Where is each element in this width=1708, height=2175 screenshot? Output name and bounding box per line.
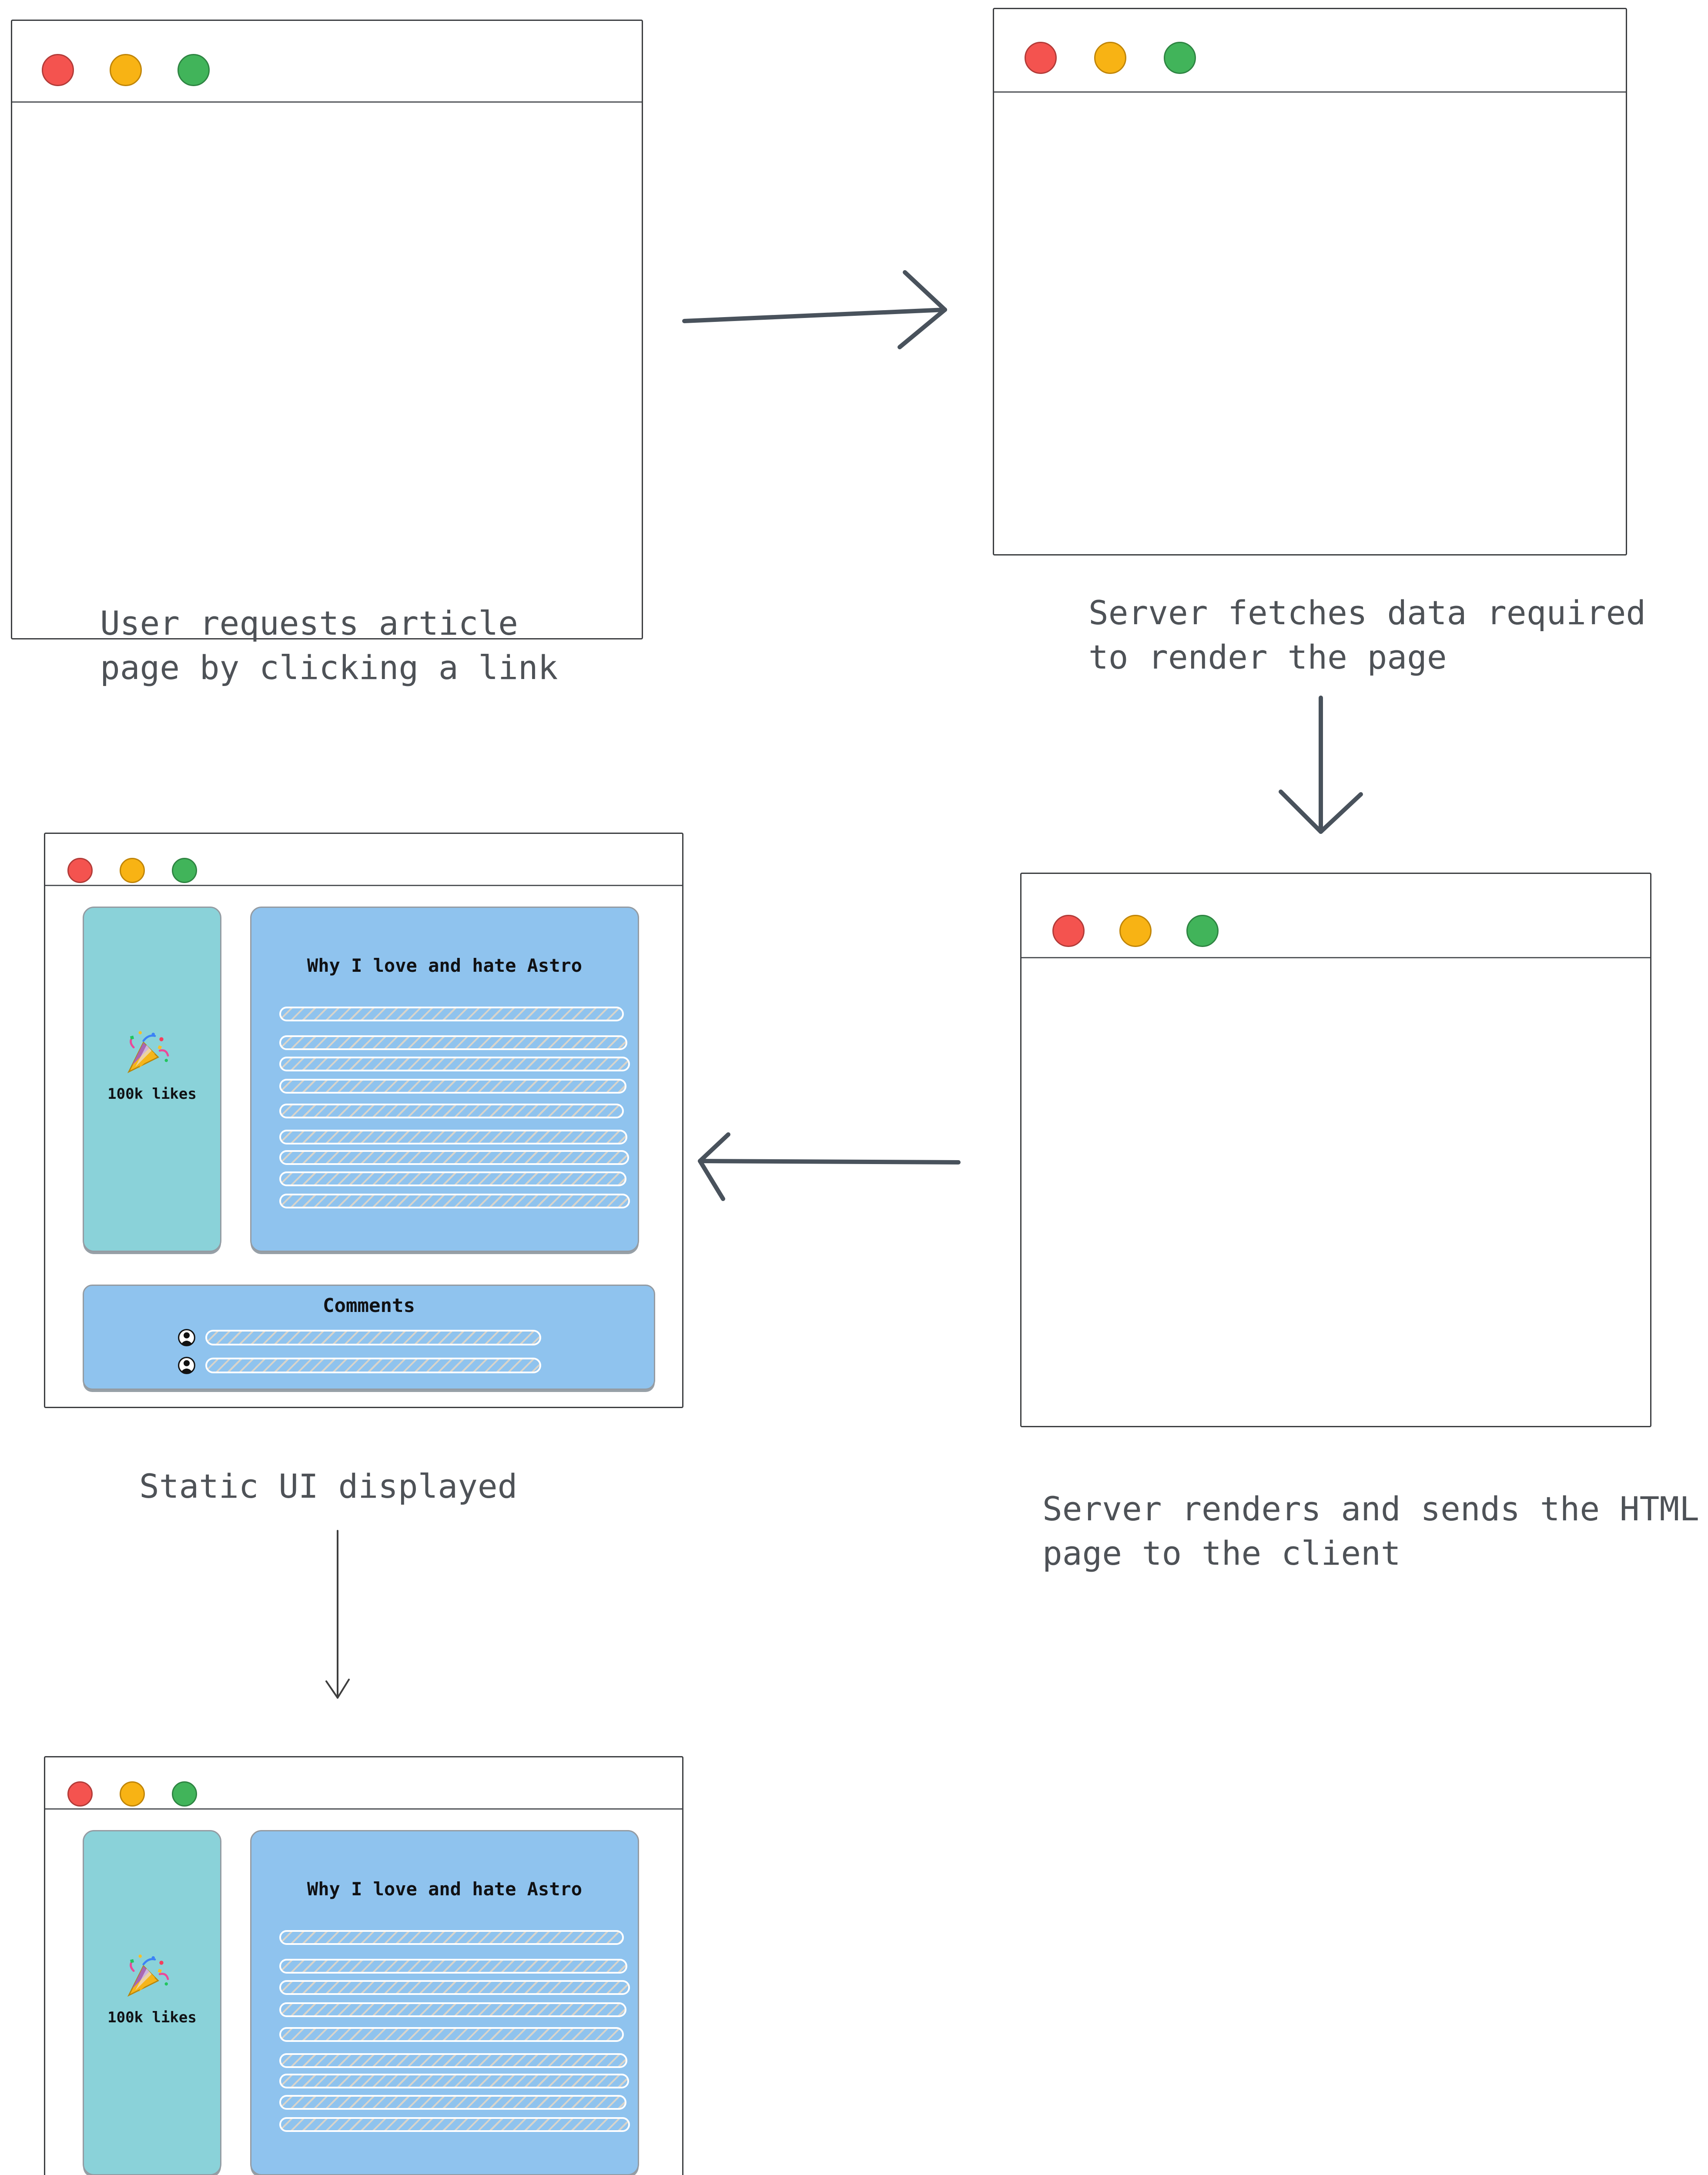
skeleton-text-line xyxy=(279,1035,627,1050)
skeleton-text-line xyxy=(279,1079,626,1094)
caption-step2: Server fetches data required to render t… xyxy=(1088,593,1646,676)
browser-window-hydrated: 100k likes Why I love and hate Astro Com… xyxy=(44,1756,683,2175)
zoom-light-icon xyxy=(177,54,210,86)
close-light-icon xyxy=(67,858,93,883)
caption-step3: Static UI displayed xyxy=(139,1467,518,1506)
caption-step1: User requests article page by clicking a… xyxy=(100,604,558,687)
minimize-light-icon xyxy=(110,54,142,86)
party-popper-icon xyxy=(127,1031,169,1074)
skeleton-text-line xyxy=(279,1130,627,1144)
arrow-request-to-server xyxy=(682,270,947,349)
minimize-light-icon xyxy=(120,1781,145,1807)
traffic-lights xyxy=(67,1781,197,1807)
skeleton-text-line xyxy=(279,2095,626,2110)
zoom-light-icon xyxy=(172,1781,197,1807)
likes-sidebar: 100k likes xyxy=(83,907,221,1252)
minimize-light-icon xyxy=(120,858,145,883)
browser-window-server-fetch xyxy=(993,8,1627,555)
comments-title: Comments xyxy=(323,1295,415,1317)
traffic-lights xyxy=(1052,915,1219,947)
browser-window-server-render xyxy=(1020,873,1651,1427)
article-title: Why I love and hate Astro xyxy=(307,1878,583,1900)
browser-window-static-ui: 100k likes Why I love and hate Astro Com… xyxy=(44,833,683,1408)
zoom-light-icon xyxy=(1186,915,1219,947)
article-panel: Why I love and hate Astro xyxy=(250,907,639,1252)
window-titlebar xyxy=(45,1757,682,1810)
close-light-icon xyxy=(1025,42,1057,74)
window-titlebar xyxy=(45,834,682,886)
zoom-light-icon xyxy=(1164,42,1196,74)
person-avatar-icon xyxy=(177,1328,196,1347)
skeleton-text-line xyxy=(279,2002,626,2017)
close-light-icon xyxy=(67,1781,93,1807)
person-avatar-icon xyxy=(177,1356,196,1375)
comments-panel: Comments xyxy=(83,1285,655,1390)
skeleton-text-line xyxy=(279,2074,629,2088)
close-light-icon xyxy=(1052,915,1085,947)
skeleton-text-line xyxy=(279,1930,624,1945)
window-titlebar xyxy=(1021,874,1650,958)
party-popper-icon xyxy=(127,1954,169,1997)
caption-step4: Server renders and sends the HTML page t… xyxy=(1042,1489,1699,1573)
skeleton-text-line xyxy=(279,1171,626,1186)
minimize-light-icon xyxy=(1094,42,1126,74)
zoom-light-icon xyxy=(172,858,197,883)
likes-sidebar: 100k likes xyxy=(83,1830,221,2175)
close-light-icon xyxy=(42,54,74,86)
minimize-light-icon xyxy=(1119,915,1152,947)
likes-count-label: 100k likes xyxy=(107,1085,197,1103)
skeleton-text-line xyxy=(279,2053,627,2068)
skeleton-text-line xyxy=(279,2027,624,2042)
skeleton-text-line xyxy=(279,2117,630,2132)
arrow-fetch-to-render xyxy=(1279,696,1363,834)
arrow-render-to-client xyxy=(698,1132,961,1201)
skeleton-text-line xyxy=(279,1959,627,1974)
skeleton-text-line xyxy=(279,1150,629,1165)
traffic-lights xyxy=(42,54,210,86)
arrow-static-to-hydrated xyxy=(325,1530,350,1699)
article-panel: Why I love and hate Astro xyxy=(250,1830,639,2175)
skeleton-text-line xyxy=(279,1007,624,1021)
traffic-lights xyxy=(1025,42,1196,74)
likes-count-label: 100k likes xyxy=(107,2009,197,2026)
browser-window-request xyxy=(11,20,643,639)
article-title: Why I love and hate Astro xyxy=(307,955,583,976)
skeleton-text-line xyxy=(279,1194,630,1208)
skeleton-text-line xyxy=(279,1980,630,1995)
skeleton-text-line xyxy=(279,1104,624,1118)
traffic-lights xyxy=(67,858,197,883)
window-titlebar xyxy=(12,21,642,103)
window-titlebar xyxy=(994,9,1626,93)
skeleton-text-line xyxy=(279,1057,630,1071)
comment-skeleton-line xyxy=(205,1330,541,1345)
comment-skeleton-line xyxy=(205,1358,541,1373)
